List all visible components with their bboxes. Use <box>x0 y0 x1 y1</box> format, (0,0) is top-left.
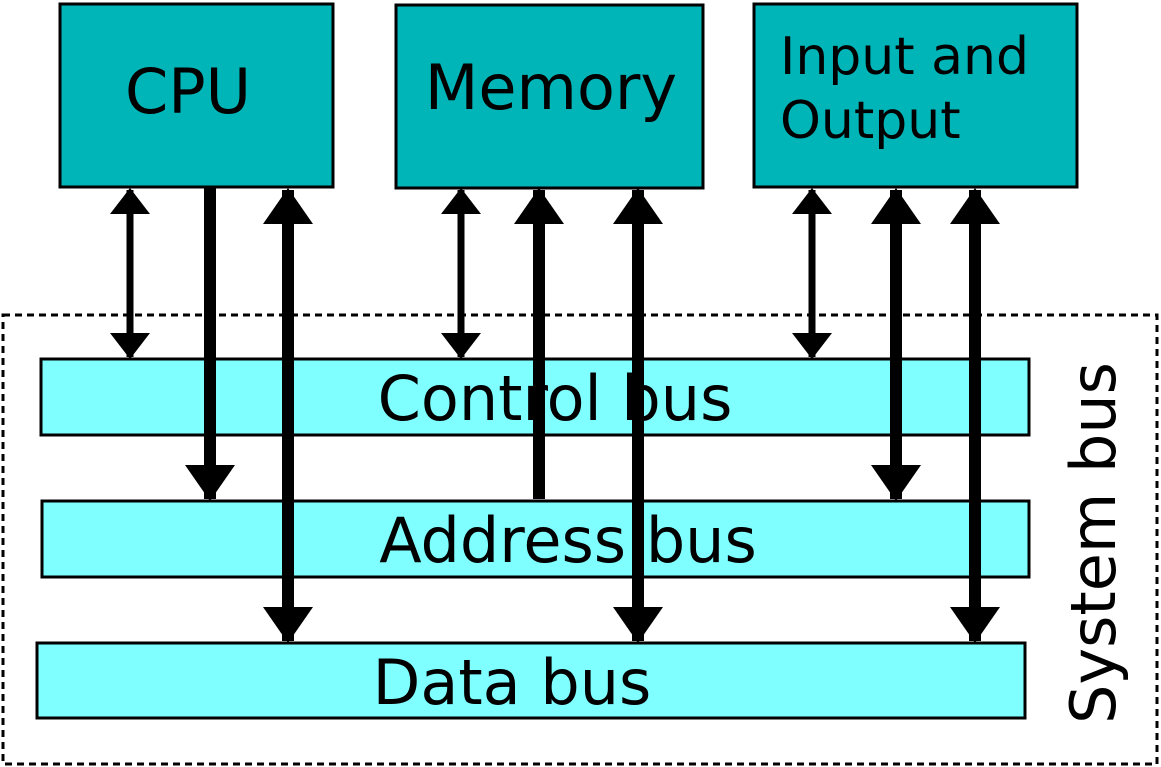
system-bus-frame <box>1 313 1159 766</box>
address-bus-label: Address bus <box>379 504 757 577</box>
data-bus-bar <box>35 641 1027 720</box>
system-bus-label: System bus <box>1057 362 1130 724</box>
address-bus-bar <box>40 499 1031 579</box>
control-bus-label: Control bus <box>378 362 733 435</box>
memory-label: Memory <box>425 51 677 124</box>
memory-box <box>394 3 705 190</box>
data-bus-label: Data bus <box>373 646 652 719</box>
io-label-line1: Input and <box>780 27 1029 87</box>
cpu-label: CPU <box>125 55 251 128</box>
io-label-line2: Output <box>780 91 961 151</box>
cpu-box <box>58 2 335 189</box>
io-box <box>752 2 1079 189</box>
